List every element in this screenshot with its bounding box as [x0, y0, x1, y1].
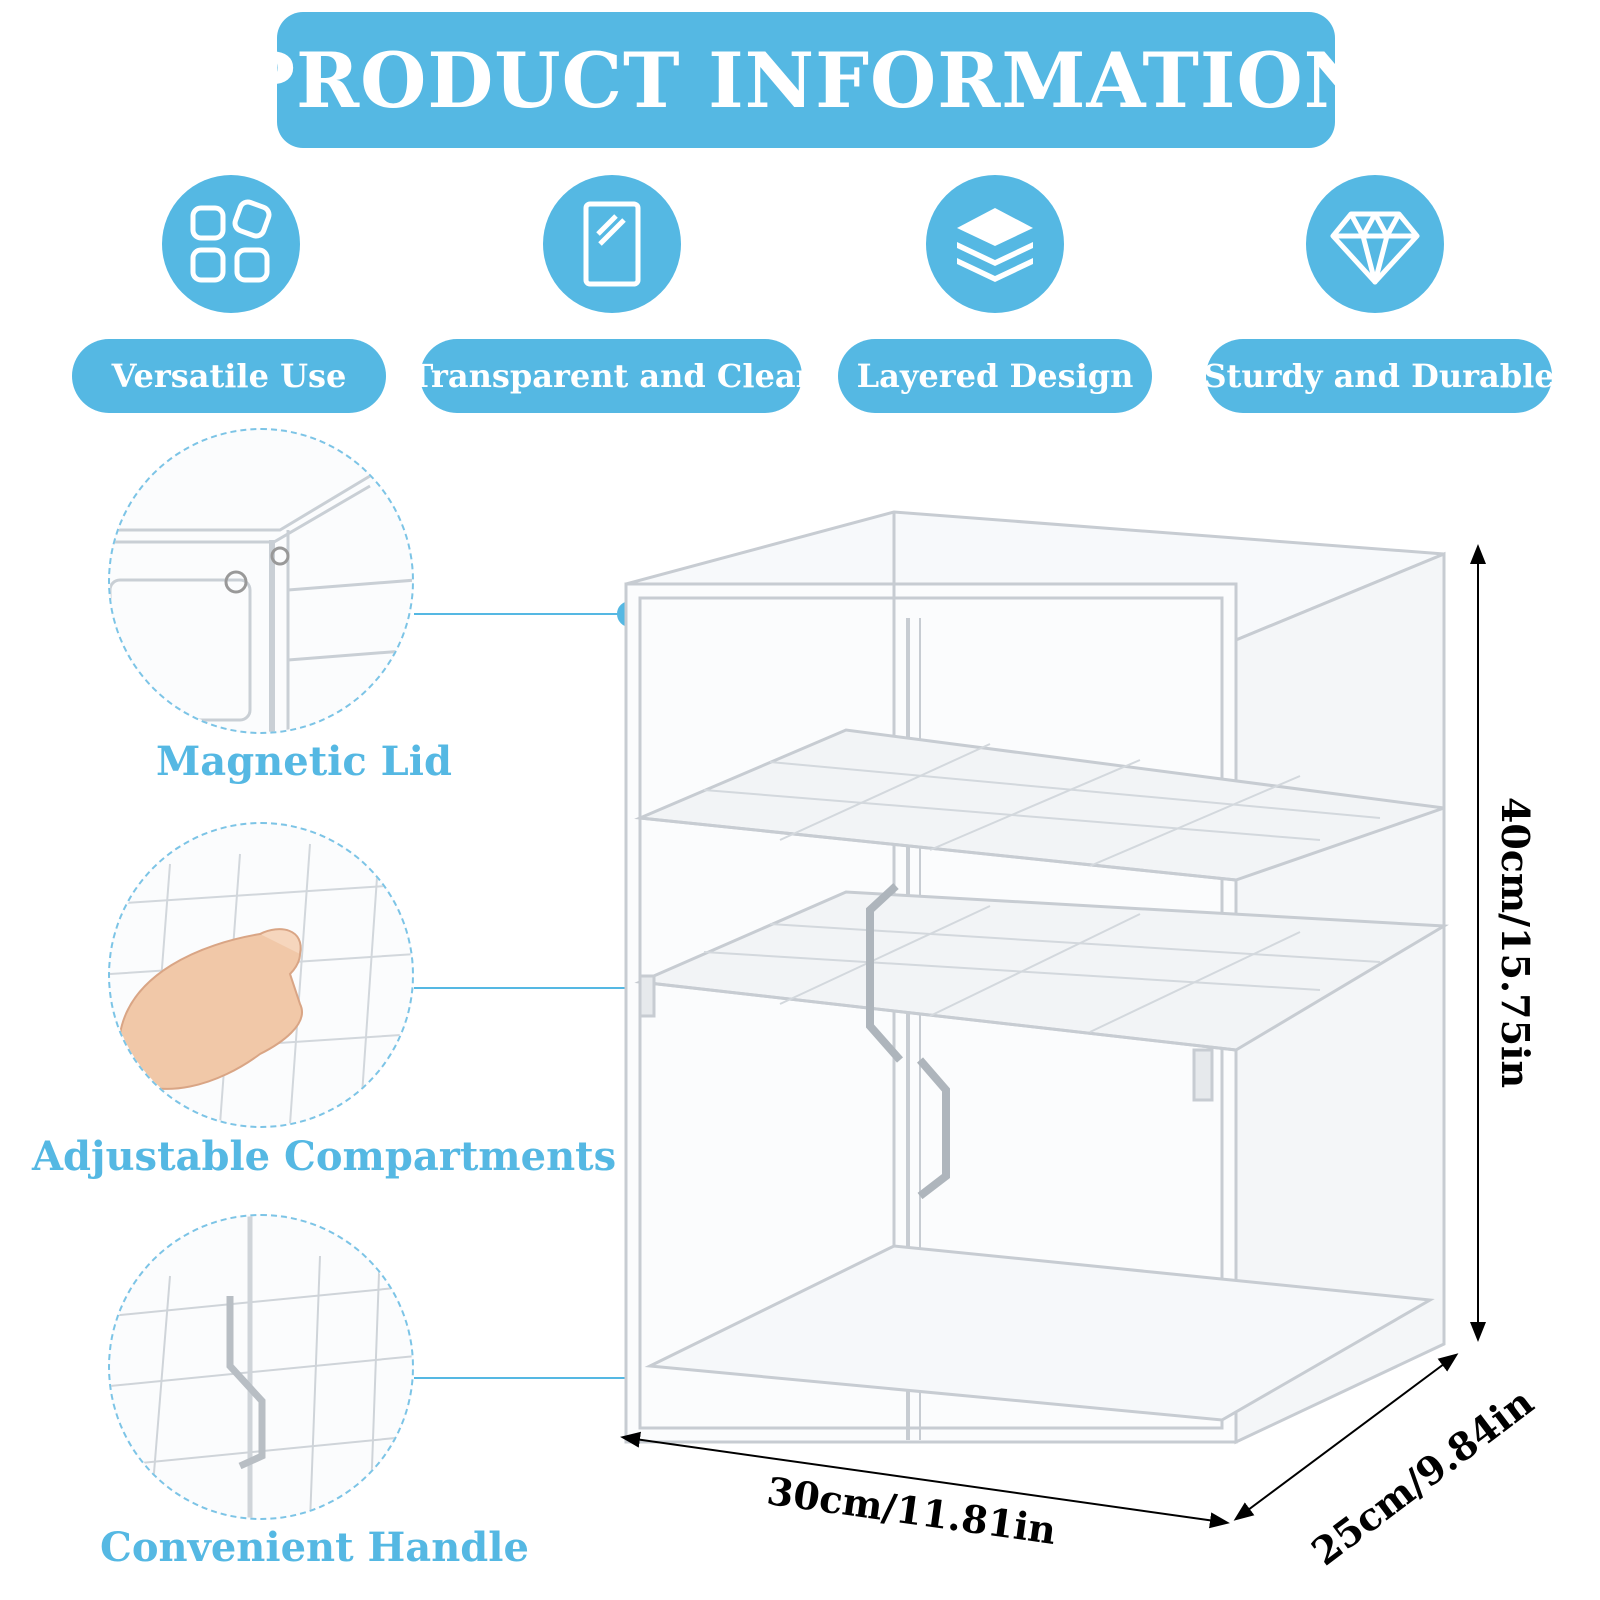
feature-label: Versatile Use	[111, 357, 347, 395]
feature-label: Sturdy and Durable	[1203, 357, 1555, 395]
feature-transparent-and-clear: Transparent and Clear	[410, 339, 812, 413]
detail-label-convenient-handle: Convenient Handle	[100, 1524, 529, 1571]
feature-label: Layered Design	[856, 357, 1134, 395]
page-title: PRODUCT INFORMATION	[237, 35, 1375, 125]
header-banner: PRODUCT INFORMATION	[238, 12, 1373, 148]
height-dimension-label: 40cm/15.75in	[1493, 796, 1539, 1089]
feature-layered-design: Layered Design	[838, 339, 1152, 413]
detail-label-magnetic-lid: Magnetic Lid	[156, 738, 452, 785]
width-dimension-arrow	[620, 1431, 1230, 1529]
diamond-icon	[1306, 175, 1444, 313]
adjustable-compartments-detail-image	[108, 822, 414, 1128]
feature-label: Transparent and Clear	[409, 357, 813, 395]
layers-icon	[926, 175, 1064, 313]
convenient-handle-detail-image	[108, 1214, 414, 1520]
depth-dimension-arrow	[1233, 1353, 1459, 1521]
detail-label-adjustable-compartments: Adjustable Compartments	[32, 1133, 617, 1180]
grid-squares-icon	[162, 175, 300, 313]
feature-versatile-use: Versatile Use	[72, 339, 386, 413]
cabinet-outline	[624, 510, 1449, 1445]
magnetic-lid-detail-image	[108, 428, 414, 734]
glass-panel-icon	[543, 175, 681, 313]
feature-sturdy-and-durable: Sturdy and Durable	[1203, 339, 1555, 413]
